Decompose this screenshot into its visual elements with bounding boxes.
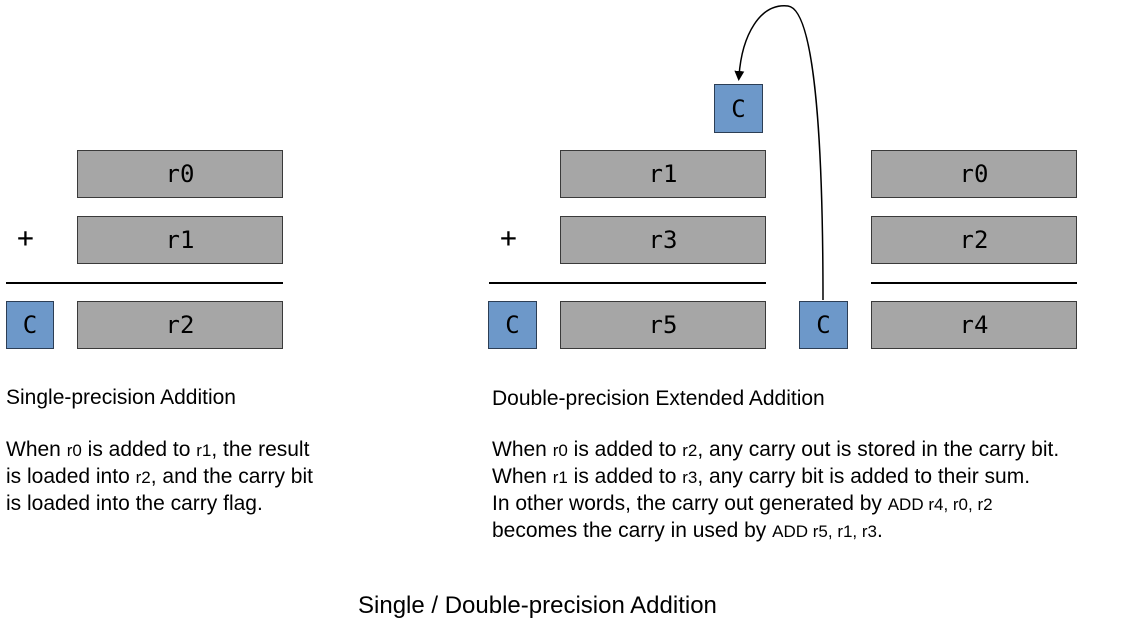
register-r3: r3: [560, 216, 766, 264]
desc-line: is loaded into r2, and the carry bit: [6, 465, 313, 488]
double-title: Double-precision Extended Addition: [492, 387, 825, 410]
carry-flag: C: [6, 301, 54, 349]
sum-line: [6, 282, 283, 284]
carry-flag-high: C: [488, 301, 537, 349]
plus-sign: +: [500, 221, 517, 254]
register-r4: r4: [871, 301, 1077, 349]
single-title: Single-precision Addition: [6, 386, 236, 409]
register-r2: r2: [77, 301, 283, 349]
desc-line: When r1 is added to r3, any carry bit is…: [492, 465, 1031, 488]
sum-line-high: [489, 282, 766, 284]
single-description: When r0 is added to r1, the result is lo…: [6, 437, 313, 517]
register-r5: r5: [560, 301, 766, 349]
plus-sign: +: [17, 221, 34, 254]
desc-line: When r0 is added to r1, the result: [6, 438, 310, 461]
register-r1-high: r1: [560, 150, 766, 198]
register-r1: r1: [77, 216, 283, 264]
desc-line: When r0 is added to r2, any carry out is…: [492, 438, 1060, 461]
double-description: When r0 is added to r2, any carry out is…: [492, 437, 1059, 545]
register-r0-low: r0: [871, 150, 1077, 198]
carry-flag-low: C: [799, 301, 848, 349]
register-r0: r0: [77, 150, 283, 198]
register-r2-low: r2: [871, 216, 1077, 264]
desc-line: is loaded into the carry flag.: [6, 492, 263, 515]
carry-in-flag: C: [714, 84, 763, 133]
figure-caption: Single / Double-precision Addition: [358, 592, 717, 619]
sum-line-low: [871, 282, 1077, 284]
desc-line: In other words, the carry out generated …: [492, 492, 993, 515]
desc-line: becomes the carry in used by ADD r5, r1,…: [492, 519, 883, 542]
